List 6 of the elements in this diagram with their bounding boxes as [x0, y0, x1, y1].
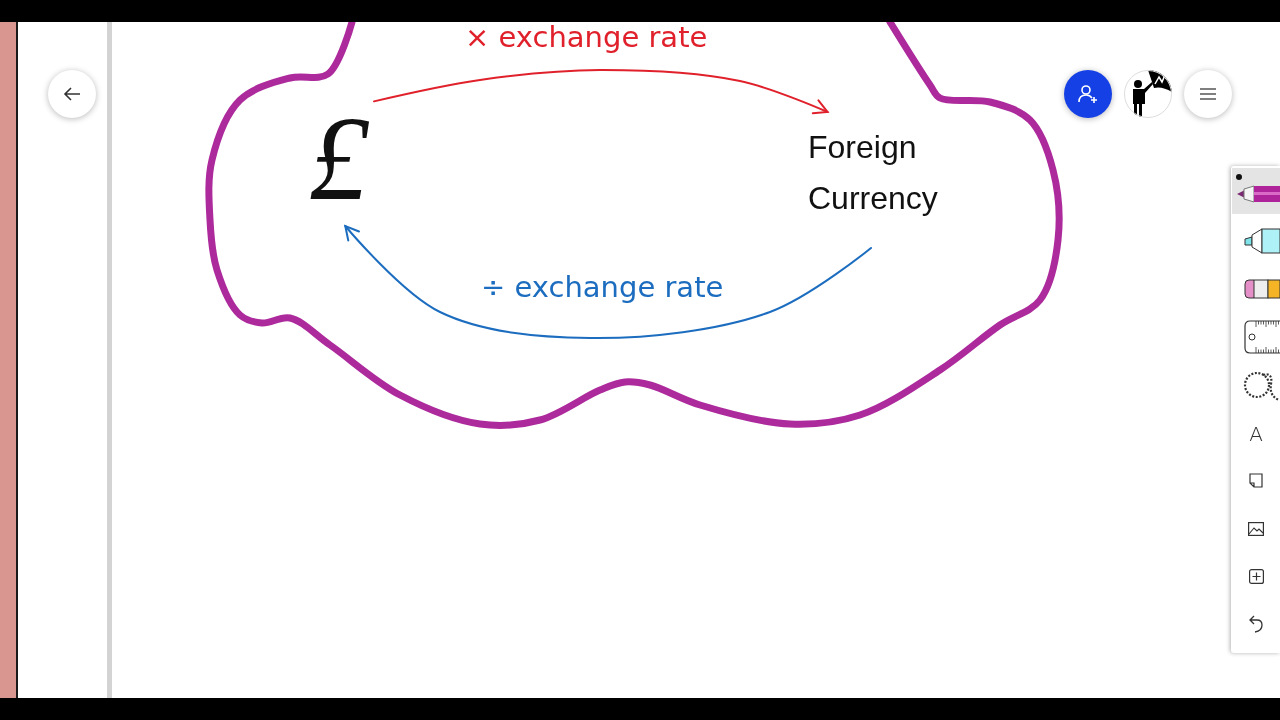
currency-label: Foreign Currency: [808, 112, 958, 248]
text-tool-button: A: [1246, 421, 1266, 446]
pound-sign: £: [304, 92, 374, 226]
arrow: [373, 69, 829, 115]
cloud-shape: [205, 22, 1065, 432]
arrow: [344, 225, 872, 339]
